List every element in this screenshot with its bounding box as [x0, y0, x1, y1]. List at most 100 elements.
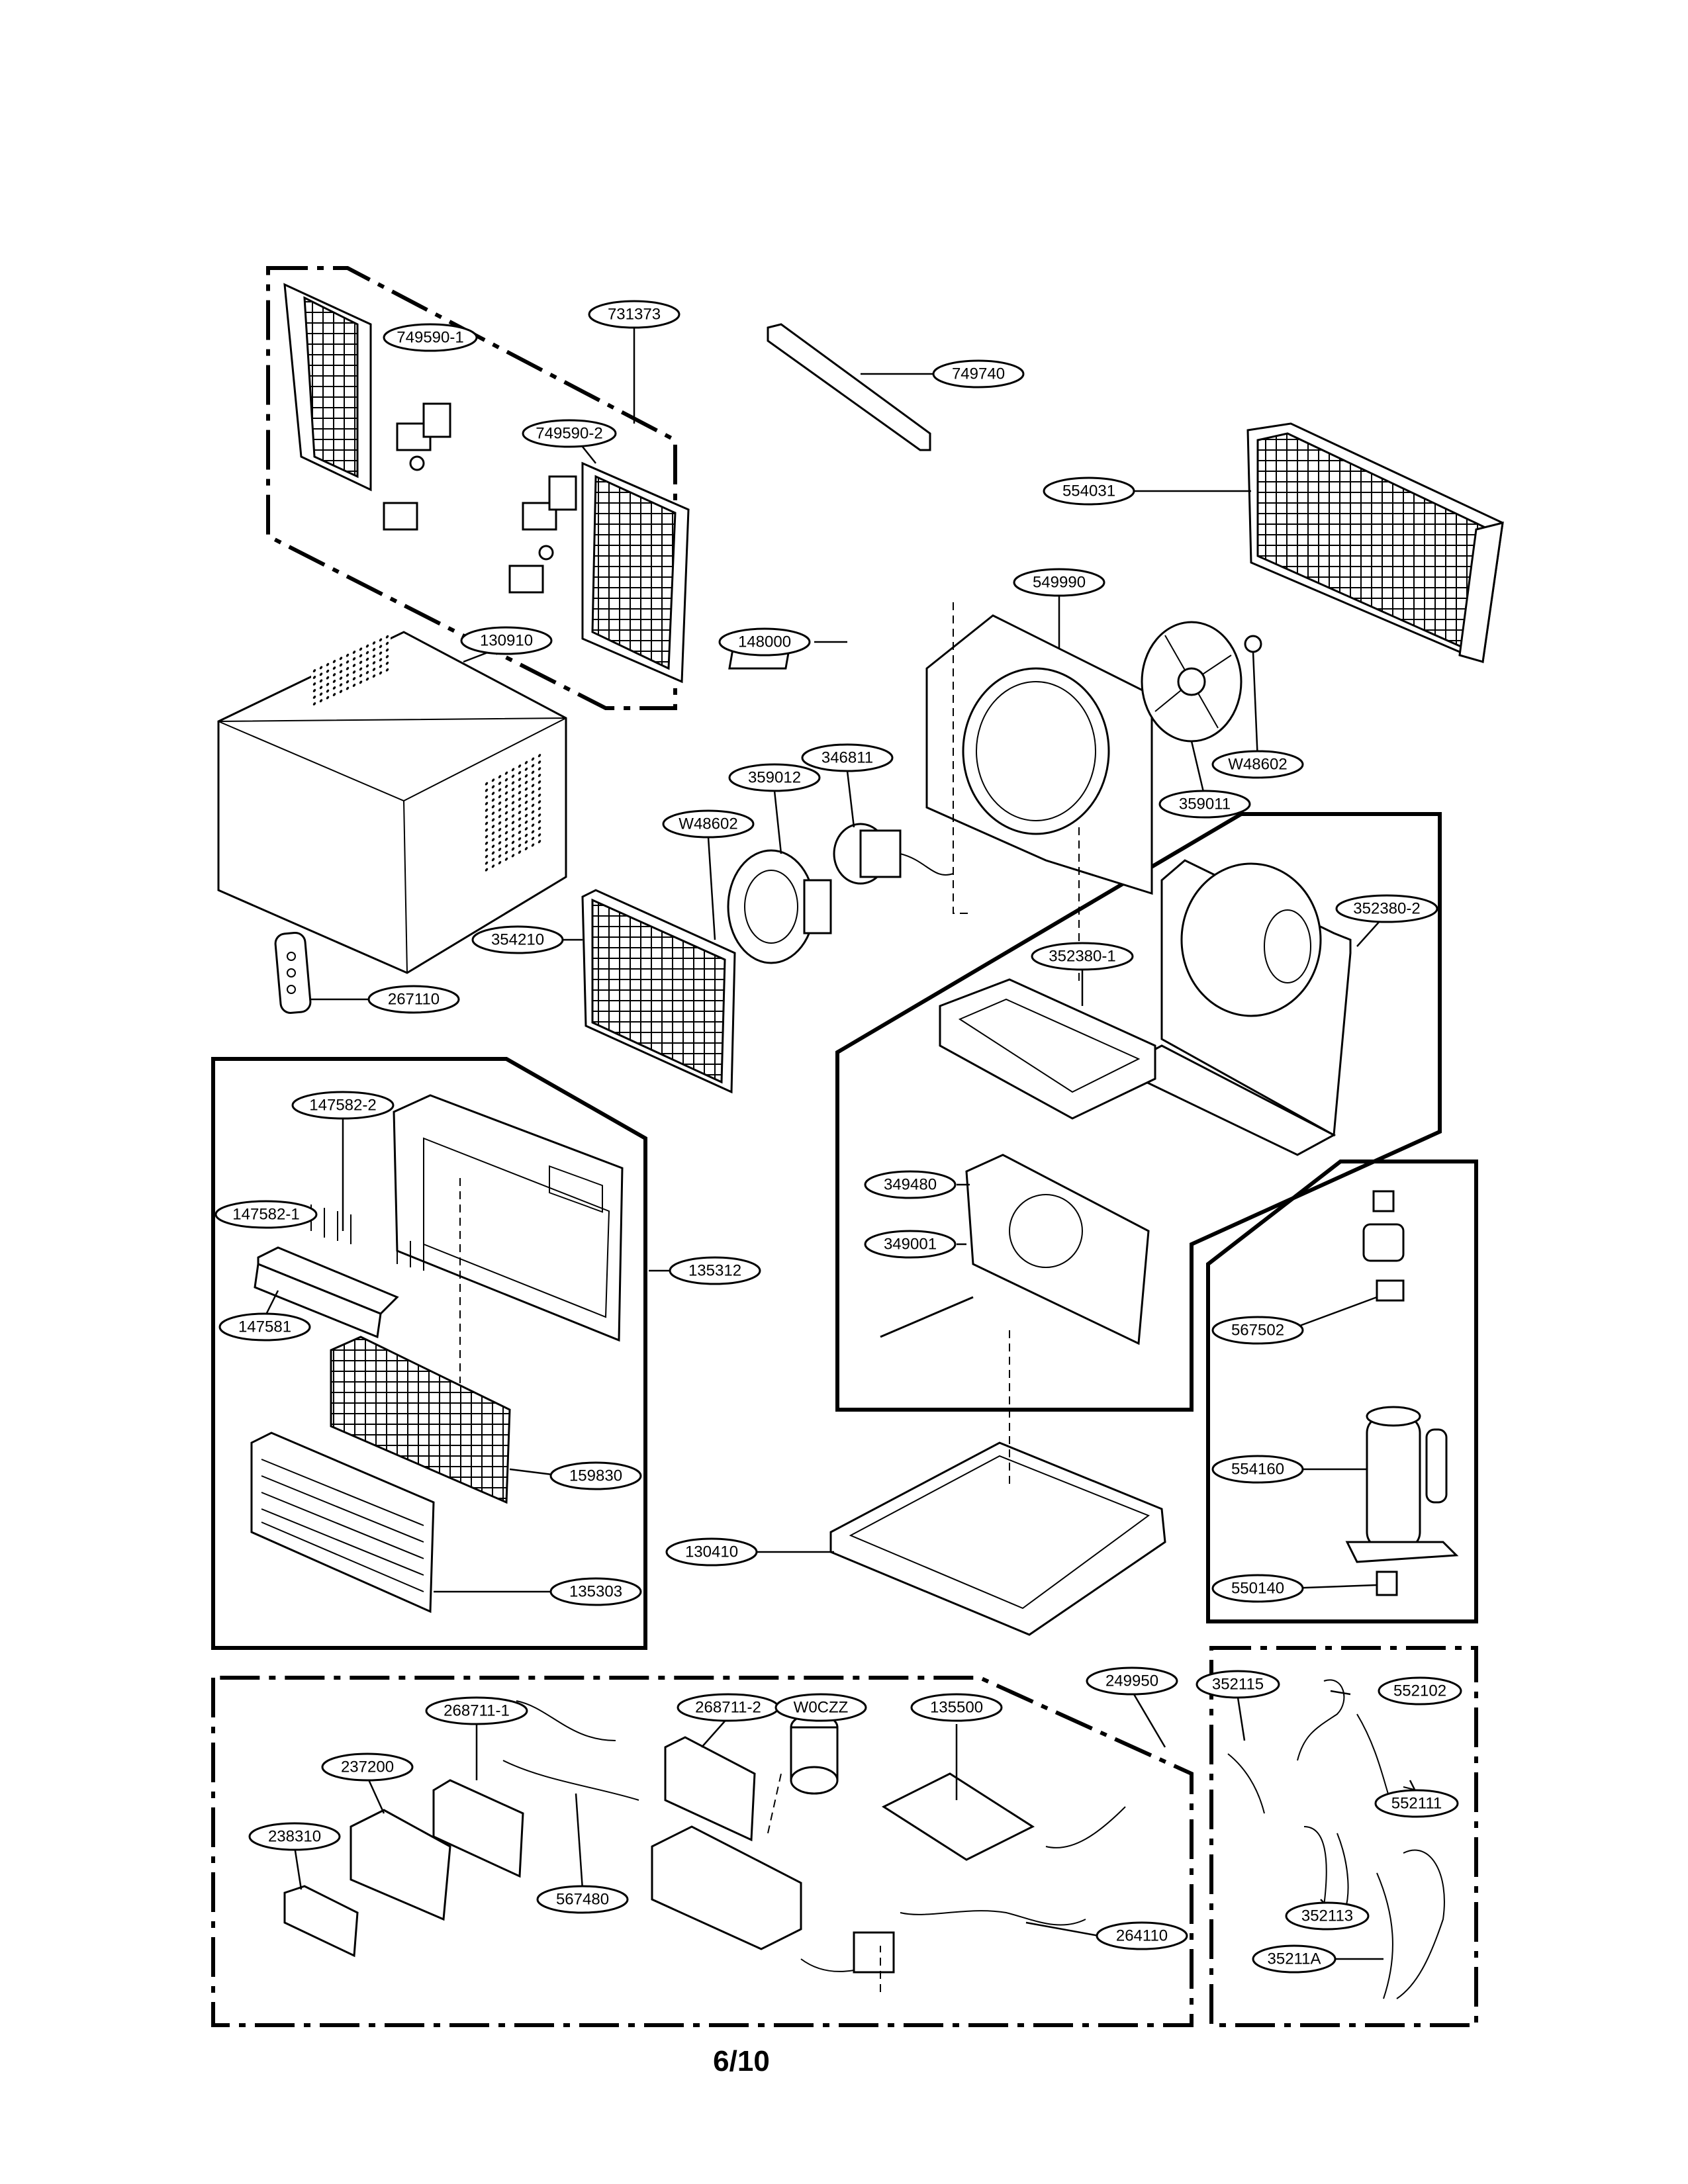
- callout-159830: 159830: [549, 1461, 642, 1490]
- svg-text:352380-1: 352380-1: [1049, 948, 1115, 966]
- callout-267110: 267110: [367, 985, 460, 1014]
- svg-text:147581: 147581: [238, 1318, 291, 1336]
- svg-text:749740: 749740: [952, 365, 1005, 383]
- display-bezel: [350, 1809, 451, 1921]
- cabinet: [217, 631, 567, 974]
- callout-550140: 550140: [1211, 1574, 1304, 1603]
- callout-249950: 249950: [1086, 1666, 1178, 1696]
- callout-w0czz: W0CZZ: [774, 1693, 867, 1722]
- svg-text:135303: 135303: [569, 1583, 622, 1601]
- svg-text:147582-2: 147582-2: [309, 1097, 376, 1115]
- callout-552111: 552111: [1374, 1789, 1459, 1818]
- callout-147581: 147581: [218, 1312, 311, 1342]
- clip-ring: [1244, 635, 1262, 653]
- frame-refrigerant-tubes: [1209, 1646, 1478, 2027]
- svg-text:552111: 552111: [1391, 1795, 1442, 1813]
- callout-749740: 749740: [932, 359, 1025, 388]
- blower-wheel: [727, 849, 832, 964]
- air-filter: [330, 1336, 511, 1504]
- svg-text:130910: 130910: [480, 632, 533, 650]
- filter-frame: [939, 978, 1156, 1120]
- display-pcb: [432, 1779, 524, 1878]
- control-rod: [880, 1296, 974, 1338]
- page-number: 6/10: [713, 2045, 770, 2077]
- svg-text:749590-2: 749590-2: [536, 425, 602, 443]
- callout-567480: 567480: [536, 1885, 629, 1914]
- callout-349001: 349001: [864, 1230, 957, 1259]
- callout-359011: 359011: [1158, 790, 1251, 819]
- condenser-shroud: [925, 614, 1153, 895]
- base-pan: [829, 1441, 1166, 1636]
- control-box: [651, 1825, 802, 1950]
- display-label-plate: [283, 1885, 359, 1958]
- fan-motor: [833, 823, 954, 885]
- callout-130910: 130910: [460, 626, 553, 655]
- frame-front-grille: [211, 1057, 647, 1650]
- svg-text:135312: 135312: [688, 1262, 741, 1280]
- window-brackets: [383, 402, 577, 594]
- svg-text:148000: 148000: [738, 633, 791, 651]
- svg-text:352113: 352113: [1301, 1907, 1353, 1925]
- callout-749590-2: 749590-2: [522, 419, 617, 448]
- compressor-assembly: [1345, 1190, 1459, 1596]
- louver-assembly: [254, 1246, 399, 1339]
- blower-housing: [1116, 859, 1352, 1156]
- svg-text:552102: 552102: [1393, 1682, 1446, 1700]
- callout-268711-1: 268711-1: [425, 1696, 528, 1725]
- side-curtain-right: [581, 461, 690, 684]
- remote-control: [274, 931, 312, 1014]
- svg-text:130410: 130410: [685, 1543, 738, 1561]
- cover-plate: [881, 1772, 1035, 1861]
- svg-text:359011: 359011: [1179, 796, 1231, 813]
- condenser-fan: [1141, 621, 1243, 743]
- orifice-panel: [965, 1154, 1150, 1345]
- svg-text:249950: 249950: [1105, 1672, 1158, 1690]
- callout-354210: 354210: [471, 925, 564, 954]
- callout-346811: 346811: [801, 743, 894, 772]
- callout-w48602-a: W48602: [662, 809, 755, 839]
- front-grille: [393, 1094, 624, 1342]
- callout-264110: 264110: [1096, 1921, 1188, 1950]
- callout-567502: 567502: [1211, 1316, 1304, 1345]
- condenser-coil: [1246, 422, 1504, 664]
- svg-text:238310: 238310: [268, 1828, 321, 1846]
- frame-blower: [835, 812, 1442, 1412]
- svg-text:349480: 349480: [884, 1176, 937, 1194]
- svg-text:W0CZZ: W0CZZ: [794, 1699, 849, 1717]
- capacitor: [790, 1713, 839, 1795]
- evaporator-coil: [581, 889, 736, 1094]
- svg-text:352380-2: 352380-2: [1353, 900, 1420, 918]
- callout-359012: 359012: [728, 763, 821, 792]
- callout-135303: 135303: [549, 1577, 642, 1606]
- assembly-guides: [459, 602, 1080, 1992]
- svg-text:159830: 159830: [569, 1467, 622, 1485]
- svg-text:731373: 731373: [608, 306, 661, 324]
- svg-text:268711-1: 268711-1: [444, 1702, 510, 1720]
- callout-749590-1: 749590-1: [383, 323, 478, 352]
- callout-w48602-b: W48602: [1211, 750, 1304, 779]
- callout-554160: 554160: [1211, 1455, 1304, 1484]
- control-pcb: [664, 1736, 756, 1842]
- callout-549990: 549990: [1013, 568, 1105, 597]
- callout-731373: 731373: [588, 300, 680, 329]
- svg-text:749590-1: 749590-1: [397, 329, 463, 347]
- callout-352380-2: 352380-2: [1335, 894, 1438, 923]
- svg-text:35211A: 35211A: [1268, 1950, 1321, 1968]
- callout-130410: 130410: [665, 1537, 758, 1567]
- callout-554031: 554031: [1043, 477, 1135, 506]
- callout-352115: 352115: [1196, 1670, 1280, 1699]
- svg-text:237200: 237200: [341, 1758, 394, 1776]
- frame-compressor: [1206, 1160, 1478, 1623]
- svg-text:135500: 135500: [930, 1699, 983, 1717]
- svg-text:147582-1: 147582-1: [232, 1206, 299, 1224]
- svg-text:554031: 554031: [1062, 482, 1115, 500]
- callout-135312: 135312: [669, 1256, 761, 1285]
- svg-text:W48602: W48602: [1228, 756, 1287, 774]
- callout-237200: 237200: [321, 1752, 414, 1782]
- inlet-grille: [250, 1432, 435, 1614]
- top-seal-strip: [767, 323, 931, 451]
- svg-text:550140: 550140: [1231, 1580, 1284, 1598]
- svg-text:567480: 567480: [556, 1891, 609, 1909]
- frame-window-kit: [266, 266, 677, 710]
